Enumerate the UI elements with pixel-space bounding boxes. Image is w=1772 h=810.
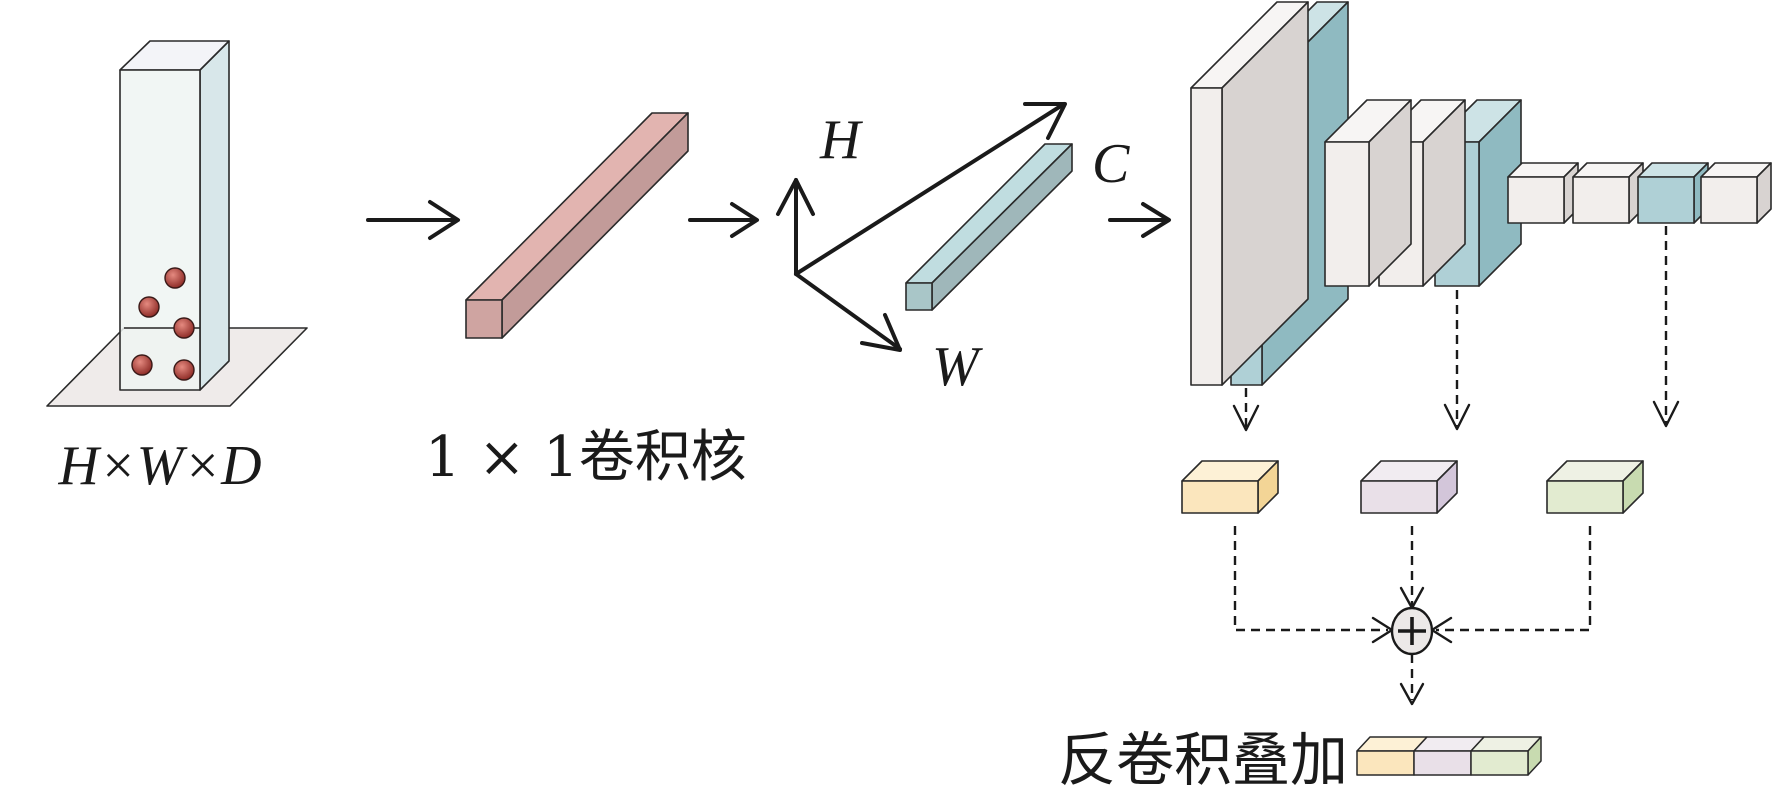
front-face <box>1356 750 1415 776</box>
column-front-face <box>119 69 201 391</box>
kernel-front-face <box>465 299 503 339</box>
axis-label-c: C <box>1092 133 1130 195</box>
data-point <box>164 267 186 289</box>
axis-label-h: H <box>819 109 863 171</box>
axis-label-w: W <box>932 336 983 398</box>
front-face <box>1324 141 1370 287</box>
deconv-sum-label: 反卷积叠加 <box>1058 726 1348 794</box>
feature-stage-1 <box>1190 1 1349 386</box>
output-block-yellow <box>1181 460 1279 514</box>
feature-map-block <box>1190 1 1309 386</box>
kernel-side-face <box>501 112 689 339</box>
front-face <box>1181 480 1259 514</box>
feature-map-block <box>1637 162 1709 224</box>
arrow-right-icon <box>366 200 460 240</box>
combined-segment-green <box>1470 736 1542 776</box>
front-face <box>1546 480 1624 514</box>
output-block-purple <box>1360 460 1458 514</box>
feature-map-block <box>1507 162 1579 224</box>
feature-map-stages <box>1190 1 1772 386</box>
combined-output-bar <box>1356 736 1542 776</box>
plus-icon <box>1398 617 1426 645</box>
front-face <box>1507 176 1565 224</box>
data-point <box>138 296 160 318</box>
axis-arrows <box>776 102 1067 352</box>
front-face <box>1470 750 1529 776</box>
front-face <box>1360 480 1438 514</box>
output-block-green <box>1546 460 1644 514</box>
kernel-label: 1 × 1卷积核 <box>425 425 747 490</box>
front-face <box>1190 87 1223 386</box>
data-point <box>131 354 153 376</box>
data-point <box>173 359 195 381</box>
feature-stage-2 <box>1324 99 1522 287</box>
sum-connectors <box>1233 526 1592 706</box>
stage-to-output-connectors <box>1232 226 1680 432</box>
feature-stage-3 <box>1507 162 1772 224</box>
vector-side-face <box>931 143 1073 311</box>
vector-top-face <box>905 143 1073 284</box>
front-face <box>1637 176 1695 224</box>
sum-node <box>1390 606 1434 656</box>
front-face <box>1700 176 1758 224</box>
front-face <box>1413 750 1472 776</box>
feature-map-block <box>1324 99 1412 287</box>
data-points <box>131 267 195 381</box>
conv-kernel-bar <box>465 112 689 339</box>
feature-vector-bar <box>905 143 1073 311</box>
kernel-top-face <box>465 112 689 301</box>
input-dimension-label: H×W×D <box>57 435 261 497</box>
feature-map-block <box>1572 162 1644 224</box>
front-face <box>1572 176 1630 224</box>
arrow-right-icon <box>688 202 759 238</box>
vector-front-face <box>905 282 933 311</box>
column-side-face <box>199 40 230 391</box>
data-point <box>173 317 195 339</box>
input-volume <box>46 40 308 407</box>
feature-map-block <box>1700 162 1772 224</box>
upsampled-outputs <box>1181 460 1644 514</box>
arrow-right-icon <box>1108 202 1171 238</box>
